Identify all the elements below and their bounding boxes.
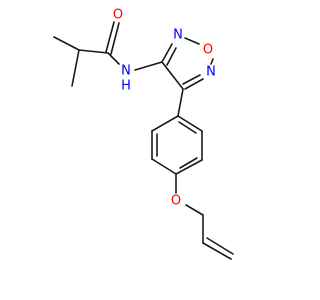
atom-label-n-amide: N bbox=[121, 64, 131, 79]
bond-ph-inner-c bbox=[178, 121, 197, 134]
atom-label-o-carbonyl: O bbox=[113, 8, 123, 23]
atom-label-o-ether: O bbox=[171, 194, 181, 209]
bond-ph-inner-b bbox=[179, 157, 198, 169]
bond-o-ch2 bbox=[185, 204, 204, 216]
bond-c3-n2-a bbox=[161, 43, 173, 63]
bond-ph6-ph1 bbox=[177, 115, 203, 132]
atom-labels: O N H N O N O bbox=[113, 8, 216, 209]
bond-o1-n5 bbox=[210, 58, 214, 65]
bond-ch-ch2-a bbox=[202, 242, 232, 260]
bond-ch-ch2-b bbox=[206, 237, 234, 255]
atom-label-n-ring-top: N bbox=[173, 28, 183, 43]
bond-c4-phenyl bbox=[177, 88, 184, 117]
bonds bbox=[53, 21, 234, 260]
structure-diagram: O N H N O N O bbox=[53, 8, 234, 260]
bond-carbonyl-n bbox=[107, 52, 120, 65]
bond-carbonyl-o-b bbox=[110, 22, 120, 55]
bond-n-ring-c3 bbox=[134, 61, 163, 71]
bond-ch-methyl2 bbox=[71, 49, 80, 87]
atom-label-h-amide: H bbox=[121, 79, 131, 94]
atom-label-o-ring: O bbox=[203, 43, 213, 58]
molecule-canvas: O N H N O N O bbox=[53, 8, 234, 260]
bond-n5-c4-b bbox=[182, 74, 201, 85]
bond-c3-n2-b bbox=[166, 47, 177, 66]
bond-n2-o1 bbox=[184, 37, 200, 45]
bond-ch-carbonyl bbox=[78, 49, 109, 54]
bond-ph1-ph2 bbox=[151, 115, 179, 132]
bond-c4-c3 bbox=[161, 61, 184, 90]
bond-ph4-ph5 bbox=[175, 159, 203, 175]
bond-n5-c4-a bbox=[184, 78, 204, 90]
bond-ph3-ph4 bbox=[151, 158, 177, 175]
bond-carbonyl-o-a bbox=[105, 21, 115, 53]
atom-label-n-ring-right: N bbox=[206, 65, 216, 80]
bond-methyl1-ch bbox=[53, 36, 80, 51]
